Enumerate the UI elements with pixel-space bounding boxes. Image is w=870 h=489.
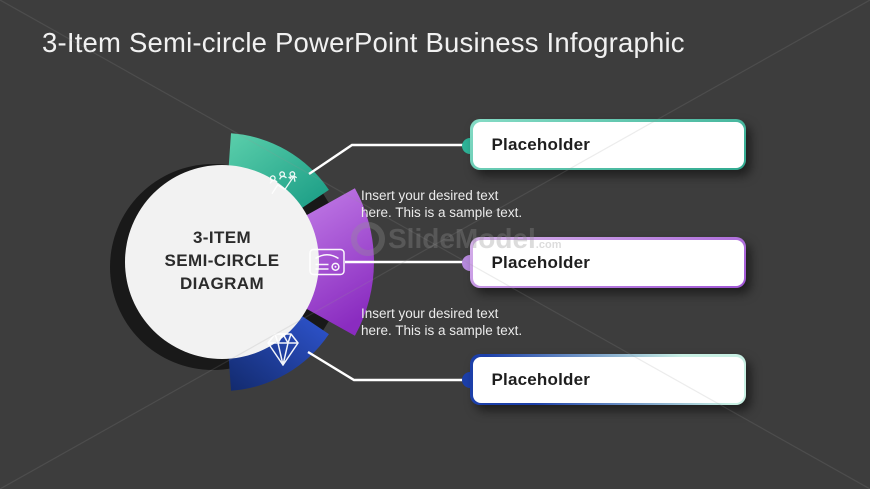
slide-title[interactable]: 3-Item Semi-circle PowerPoint Business I… — [42, 27, 685, 58]
sample-text-1[interactable]: Insert your desired text here. This is a… — [361, 188, 523, 221]
segment-arc-middle[interactable] — [306, 188, 374, 336]
placeholder-box-2[interactable]: Placeholder — [470, 237, 746, 288]
connector-line-1 — [308, 143, 466, 175]
placeholder-box-1-inner: Placeholder — [472, 121, 744, 168]
segment-arc-top[interactable] — [228, 133, 329, 209]
segment-arc-bottom[interactable] — [228, 315, 329, 391]
placeholder-box-2-inner: Placeholder — [472, 239, 744, 286]
placeholder-box-1[interactable]: Placeholder — [470, 119, 746, 170]
placeholder-box-3-inner: Placeholder — [472, 356, 744, 403]
sample-text-2[interactable]: Insert your desired text here. This is a… — [361, 306, 523, 339]
radio-card-icon — [309, 248, 345, 276]
placeholder-label-2: Placeholder — [491, 252, 591, 272]
team-growth-icon — [269, 171, 298, 195]
placeholder-label-1: Placeholder — [491, 134, 591, 154]
diamond-icon — [267, 333, 299, 366]
connector-line-3 — [307, 350, 466, 382]
placeholder-box-3[interactable]: Placeholder — [470, 354, 746, 405]
center-circle[interactable] — [125, 165, 319, 359]
placeholder-label-3: Placeholder — [491, 369, 591, 389]
diagram-center-label[interactable]: 3-ITEM SEMI-CIRCLE DIAGRAM — [164, 228, 280, 293]
